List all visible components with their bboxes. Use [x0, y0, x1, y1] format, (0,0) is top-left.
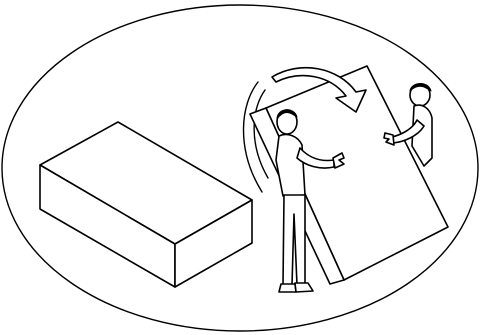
- ellipse-frame-icon: [1, 4, 479, 332]
- motion-lines-icon: [242, 81, 269, 193]
- person-back-icon: [383, 83, 433, 167]
- flat-box-icon: [39, 121, 253, 288]
- person-front-icon: [275, 109, 345, 293]
- curved-arrow-icon: [271, 66, 367, 113]
